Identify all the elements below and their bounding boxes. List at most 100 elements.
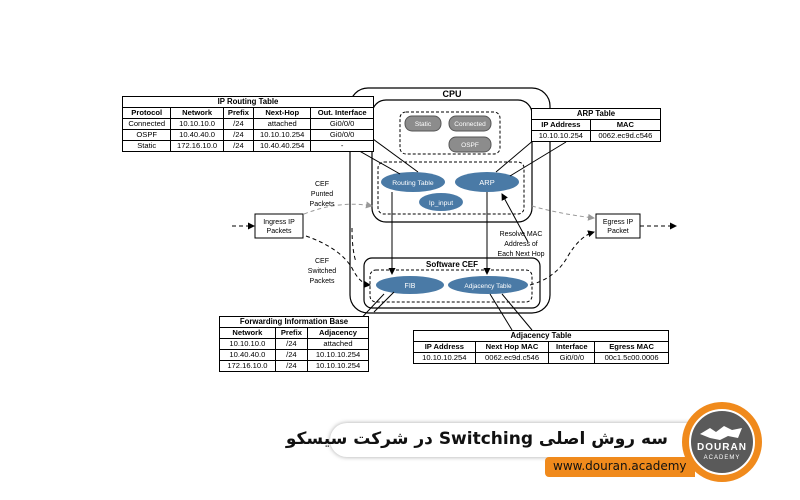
fib-node (376, 276, 444, 294)
table-row: 10.10.10.254 0062.ec9d.c546 Gi0/0/0 00c1… (413, 352, 669, 364)
connected-pill (448, 115, 492, 132)
table-cell: Gi0/0/0 (548, 352, 596, 364)
arp-table-pointer-b (509, 141, 567, 177)
table-row: 10.10.10.254 0062.ec9d.c546 (531, 130, 662, 142)
table-header: Protocol (121, 107, 172, 119)
ospf-pill (448, 136, 492, 153)
table-cell: /24 (222, 140, 255, 152)
table-cell: /24 (274, 349, 309, 361)
table-cell: attached (307, 338, 369, 350)
ingress-label-1: Ingress IP (263, 219, 295, 226)
table-cell: 10.40.40.0 (219, 349, 276, 361)
arp-table-title: ARP Table (531, 108, 661, 119)
adjacency-table: Adjacency Table IP Address Next Hop MAC … (413, 330, 669, 364)
arp-node-label: ARP (479, 178, 494, 187)
adjacency-table-title: Adjacency Table (413, 330, 669, 341)
resolve-mac-label-2: Address of (504, 241, 538, 248)
cpu-label: CPU (442, 89, 461, 99)
table-header: MAC (589, 119, 662, 131)
table-cell: /24 (274, 338, 309, 350)
table-cell: 10.10.10.254 (253, 129, 312, 141)
table-row: 10.10.10.0 /24 attached (219, 338, 369, 350)
ingress-box (254, 213, 304, 239)
table-row: 10.40.40.0 /24 10.10.10.254 (219, 349, 369, 361)
ip-routing-table: IP Routing Table Protocol Network Prefix… (121, 96, 374, 152)
route-sources-box (399, 111, 501, 155)
table-cell: 172.16.10.0 (170, 140, 224, 152)
table-header: IP Address (531, 119, 591, 131)
table-cell: 0062.ec9d.c546 (589, 130, 662, 142)
fib-pointer-a (373, 291, 395, 313)
website-link[interactable]: www.douran.academy (553, 459, 687, 473)
url-bar[interactable]: www.douran.academy (545, 457, 695, 477)
ip-input-node (419, 193, 463, 211)
adjacency-pointer-b (501, 293, 533, 331)
banner-title: سه روش اصلی Switching در شرکت سیسکو (285, 429, 668, 449)
table-row: Connected 10.10.10.0 /24 attached Gi0/0/… (121, 118, 374, 130)
switched-egress-arrow (529, 230, 595, 286)
table-header: Next Hop MAC (474, 341, 550, 353)
resolve-mac-arrow (501, 193, 529, 243)
table-cell: Static (121, 140, 172, 152)
cef-switched-label-3: Packets (310, 278, 335, 285)
cpu-inner-box (377, 161, 525, 215)
table-cell: 10.10.10.0 (219, 338, 276, 350)
static-pill-label: Static (415, 121, 432, 128)
static-pill (404, 115, 442, 132)
table-cell: - (310, 140, 374, 152)
fib-table: Forwarding Information Base Network Pref… (219, 316, 369, 372)
routing-table-node (381, 172, 445, 192)
table-cell: /24 (274, 360, 309, 372)
resolve-mac-label-3: Each Next Hop (497, 251, 544, 258)
table-cell: Gi0/0/0 (310, 118, 374, 130)
logo-text-line2: ACADEMY (704, 455, 741, 461)
cef-punted-label-3: Packets (310, 201, 335, 208)
table-cell: 10.10.10.254 (307, 349, 369, 361)
table-header: Prefix (274, 327, 309, 339)
ingress-label-2: Packets (267, 228, 292, 235)
router-outline (349, 87, 551, 314)
punted-egress-arrow (531, 205, 595, 221)
table-cell: 10.40.40.254 (253, 140, 312, 152)
table-row: 172.16.10.0 /24 10.10.10.254 (219, 360, 369, 372)
fib-node-label: FIB (405, 283, 416, 290)
cef-switched-label-1: CEF (315, 258, 329, 265)
table-cell: 10.10.10.254 (413, 352, 476, 364)
punted-arrow (303, 201, 373, 215)
table-header: Egress MAC (594, 341, 669, 353)
arp-node (455, 172, 519, 192)
table-header: Adjacency (307, 327, 369, 339)
table-header: Out. Interface (310, 107, 374, 119)
table-header: IP Address (413, 341, 476, 353)
adjacency-node-label: Adjacency Table (464, 283, 512, 290)
title-banner: سه روش اصلی Switching در شرکت سیسکو (286, 423, 690, 457)
table-row: OSPF 10.40.40.0 /24 10.10.10.254 Gi0/0/0 (121, 129, 374, 141)
resolve-mac-label-1: Resolve MAC (500, 231, 543, 238)
egress-label-1: Egress IP (603, 219, 634, 226)
table-cell: OSPF (121, 129, 172, 141)
connected-pill-label: Connected (454, 121, 486, 128)
table-header: Prefix (222, 107, 255, 119)
table-cell: attached (253, 118, 312, 130)
adjacency-pointer-a (489, 293, 513, 331)
egress-label-2: Packet (607, 228, 628, 235)
table-cell: 10.40.40.0 (170, 129, 224, 141)
douran-logo: DOURAN ACADEMY (682, 402, 762, 482)
software-cef-label: Software CEF (426, 260, 478, 269)
table-cell: 00c1.5c00.0006 (594, 352, 669, 364)
table-cell: 172.16.10.0 (219, 360, 276, 372)
table-cell: /24 (222, 129, 255, 141)
table-header: Network (219, 327, 276, 339)
table-cell: Connected (121, 118, 172, 130)
logo-wings-icon (700, 426, 742, 440)
table-cell: 10.10.10.254 (307, 360, 369, 372)
table-cell: 10.10.10.0 (170, 118, 224, 130)
ip-routing-table-title: IP Routing Table (122, 96, 374, 107)
table-cell: Gi0/0/0 (310, 129, 374, 141)
arp-table: ARP Table IP Address MAC 10.10.10.254 00… (531, 108, 662, 142)
cef-switched-label-2: Switched (308, 268, 337, 275)
switched-arrow (305, 235, 371, 288)
table-header: Interface (548, 341, 596, 353)
fib-table-title: Forwarding Information Base (219, 316, 369, 327)
